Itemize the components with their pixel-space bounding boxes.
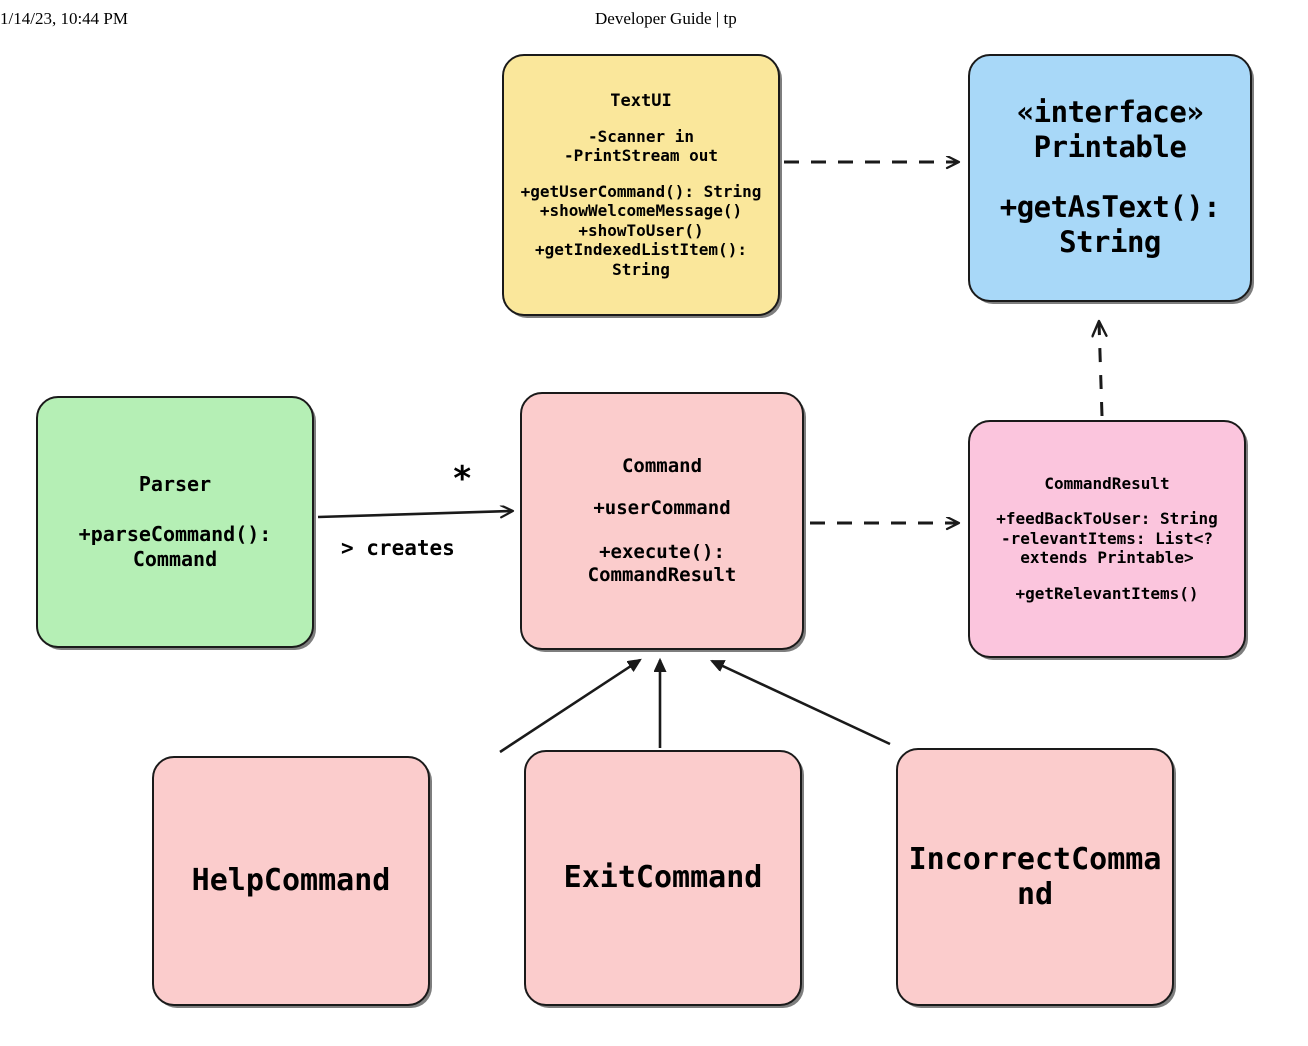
class-name-printable: Printable — [1033, 129, 1187, 164]
print-header-title: Developer Guide | tp — [595, 9, 737, 28]
class-box-textui[interactable]: TextUI -Scanner in -PrintStream out +get… — [502, 54, 780, 316]
class-attributes-commandresult: +feedBackToUser: String -relevantItems: … — [996, 509, 1218, 568]
class-methods-parser: +parseCommand(): Command — [78, 522, 272, 571]
class-methods-command: +execute(): CommandResult — [587, 540, 737, 586]
class-box-exitcommand[interactable]: ExitCommand — [524, 750, 802, 1006]
edge-parser-to-command — [317, 511, 512, 517]
class-name-incorrectcommand: IncorrectCommand — [908, 841, 1162, 912]
edge-commandresult-to-printable — [1099, 322, 1102, 417]
class-methods-textui: +getUserCommand(): String +showWelcomeMe… — [520, 181, 762, 279]
class-stereotype-printable: «interface» — [1016, 95, 1204, 130]
association-multiplicity-label: * — [452, 459, 473, 499]
class-attributes-textui: -Scanner in -PrintStream out — [563, 126, 719, 166]
association-creates-label: > creates — [341, 536, 455, 560]
edge-help-to-command — [499, 660, 640, 754]
class-name-commandresult: CommandResult — [1044, 473, 1170, 493]
class-box-commandresult[interactable]: CommandResult +feedBackToUser: String -r… — [968, 420, 1246, 658]
class-name-textui: TextUI — [610, 90, 672, 111]
class-name-command: Command — [621, 455, 703, 478]
class-box-printable[interactable]: «interface» Printable +getAsText(): Stri… — [968, 54, 1252, 302]
edge-incorrect-to-command — [712, 659, 891, 746]
class-box-helpcommand[interactable]: HelpCommand — [152, 756, 430, 1006]
print-header-date: 1/14/23, 10:44 PM — [0, 9, 128, 28]
print-header: 1/14/23, 10:44 PM Developer Guide | tp — [0, 0, 1308, 34]
class-box-incorrectcommand[interactable]: IncorrectCommand — [896, 748, 1174, 1006]
class-name-helpcommand: HelpCommand — [191, 863, 391, 899]
class-name-parser: Parser — [138, 471, 212, 496]
class-box-command[interactable]: Command +userCommand +execute(): Command… — [520, 392, 804, 650]
class-methods-commandresult: +getRelevantItems() — [1015, 583, 1199, 603]
class-attributes-command: +userCommand — [593, 497, 731, 520]
class-name-exitcommand: ExitCommand — [563, 860, 763, 896]
class-box-parser[interactable]: Parser +parseCommand(): Command — [36, 396, 314, 648]
class-methods-printable: +getAsText(): String — [999, 189, 1221, 260]
